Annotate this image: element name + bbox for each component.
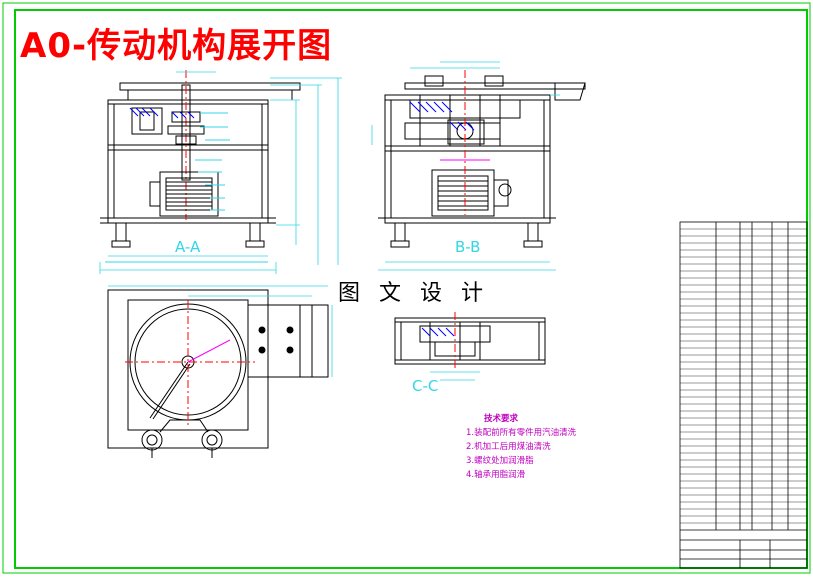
technical-notes: 技术要求 1.装配前所有零件用汽油清洗 2.机加工后用煤油清洗 3.螺纹处加润滑… — [466, 412, 576, 482]
view-plan — [107, 289, 329, 458]
view-label-cc: C-C — [412, 377, 439, 395]
view-label-bb: B-B — [455, 238, 481, 256]
view-bb-dimensions — [371, 61, 560, 271]
watermark-text: 图 文 设 计 — [338, 281, 489, 306]
view-aa-dimensions — [99, 71, 342, 274]
note-item-1: 1.装配前所有零件用汽油清洗 — [466, 428, 577, 438]
view-aa-front — [100, 70, 301, 263]
view-cc-dimensions — [430, 371, 480, 381]
view-bb-side — [378, 70, 586, 248]
drawing-title: A0-传动机构展开图 — [20, 26, 333, 66]
notes-heading: 技术要求 — [484, 414, 519, 424]
note-item-3: 3.螺纹处加润滑脂 — [466, 456, 534, 466]
parts-list-rows — [680, 228, 807, 524]
view-plan-dimensions — [108, 285, 333, 377]
view-cc — [394, 312, 546, 370]
note-item-2: 2.机加工后用煤油清洗 — [466, 442, 551, 452]
view-label-aa: A-A — [175, 238, 201, 256]
note-item-4: 4.轴承用脂润滑 — [466, 470, 526, 480]
